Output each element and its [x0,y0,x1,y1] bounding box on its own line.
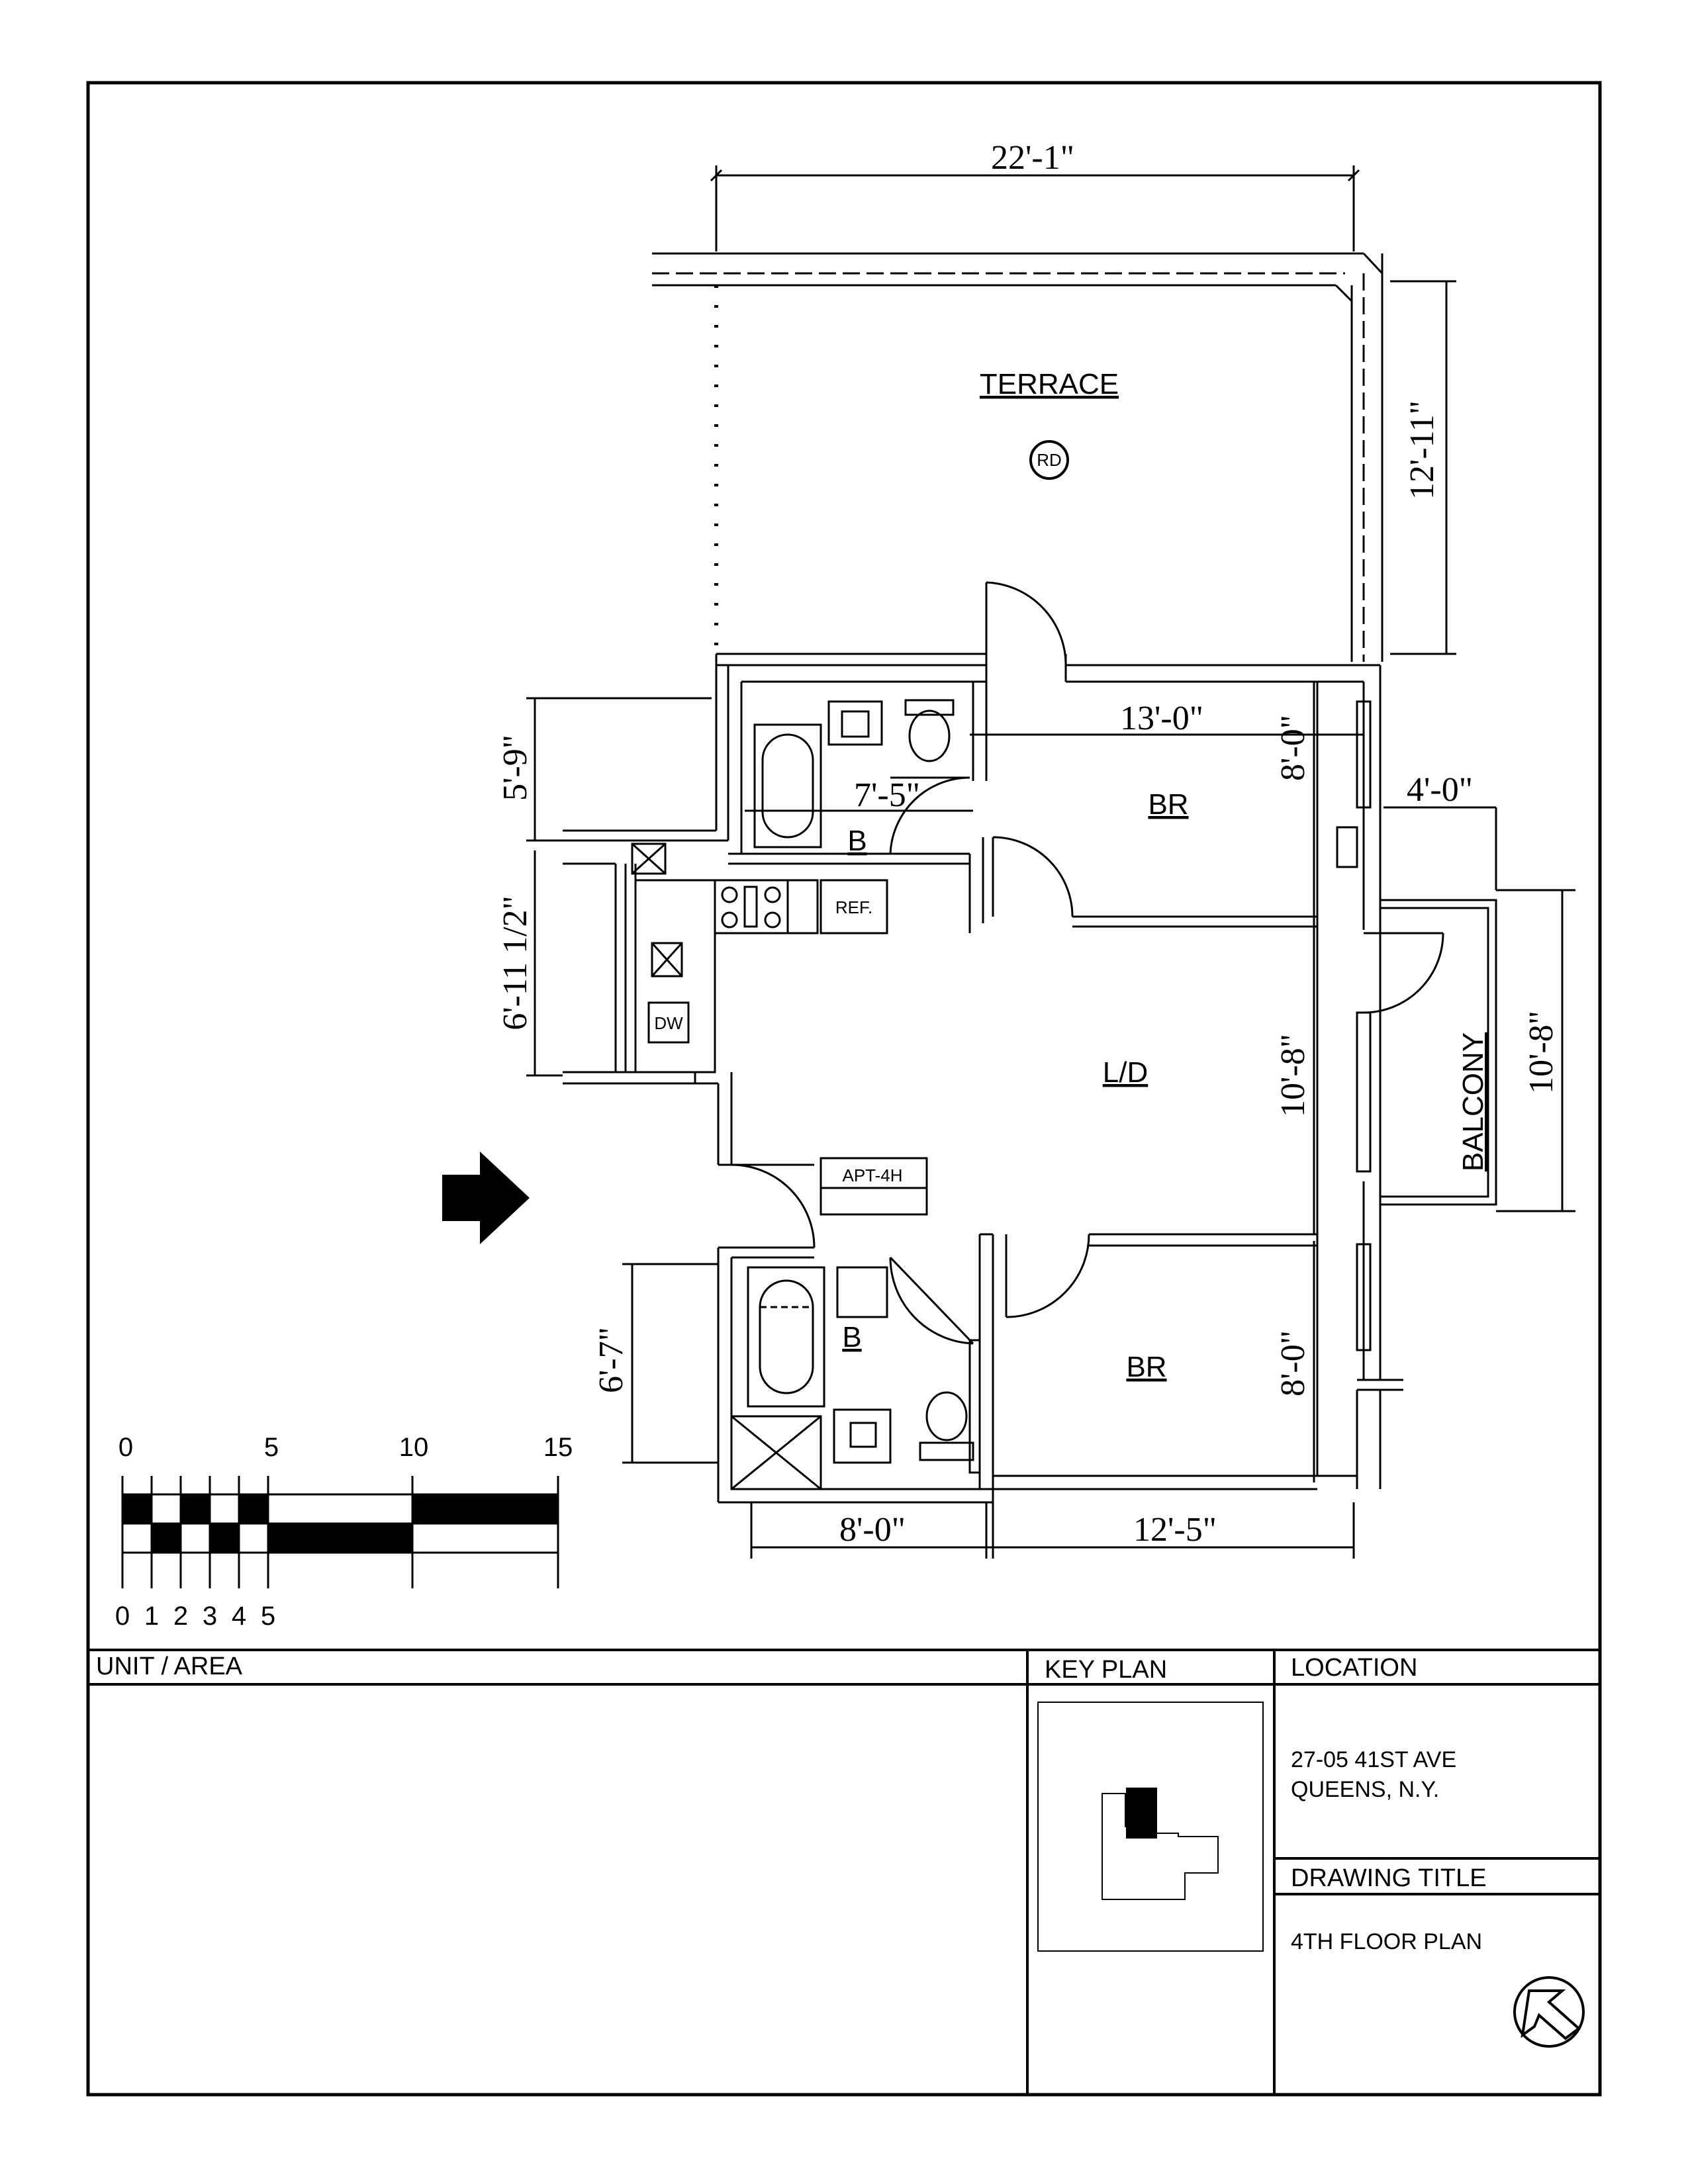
entry-arrow-icon [442,1152,530,1244]
apartment-walls [563,653,1497,1504]
title-block [88,1649,1600,2095]
dim-br-top-depth-label: 8'-0" [1274,715,1312,781]
fixtures-bottom-bath [730,1266,981,1490]
drawing-title: 4TH FLOOR PLAN [1291,1929,1482,1954]
dimension-terrace-depth [1390,280,1456,655]
location-header: LOCATION [1291,1654,1417,1682]
scale-bottom-label-4: 4 [232,1602,246,1631]
dim-balcony-length-label: 10'-8" [1523,1011,1560,1094]
apartment-label-box [820,1157,928,1216]
unit-area-header: UNIT / AREA [96,1653,243,1680]
dimension-top-width [710,165,1360,251]
dim-balcony-width-label: 4'-0" [1407,771,1473,809]
key-plan-header: KEY PLAN [1045,1656,1167,1684]
scale-bar: 0 5 10 15 0 1 2 3 4 5 [115,1433,573,1631]
drawing-title-header: DRAWING TITLE [1291,1864,1487,1892]
north-arrow-icon [1513,1976,1585,2048]
dim-br-bottom-depth-label: 8'-0" [1274,1330,1312,1396]
room-terrace-label: TERRACE [980,368,1119,400]
terrace-railing [652,252,1383,662]
room-bath-top-label: B [847,825,867,857]
dim-bath-bottom-height-label: 6'-7" [592,1327,630,1393]
scale-bottom-label-2: 2 [173,1602,188,1631]
room-living-dining-label: L/D [1103,1056,1148,1089]
scale-bottom-label-0: 0 [115,1602,130,1631]
dimension-balcony-width [1383,806,1497,890]
location-line2: QUEENS, N.Y. [1291,1777,1439,1802]
door-swings [731,581,1444,1345]
dim-top-width-label: 22'-1" [991,139,1074,177]
room-balcony-label: BALCONY [1457,1032,1489,1171]
dimension-bottom [750,1502,1355,1559]
dim-ld-depth-label: 10'-8" [1274,1034,1312,1117]
key-plan-diagram [1102,1788,1219,1900]
fixtures-top-bath [751,699,955,848]
apartment-label: APT-4H [842,1165,902,1185]
scale-top-label-15: 15 [543,1433,573,1462]
dimension-bath-bottom-height [622,1263,718,1464]
scale-bottom-label-5: 5 [261,1602,275,1631]
dim-bottom-right-width-label: 12'-5" [1133,1511,1217,1549]
dim-bath-top-height-label: 5'-9" [496,735,534,801]
dim-br-top-width-label: 13'-0" [1120,700,1203,737]
dimension-bath-top-height [526,697,712,842]
room-bath-bottom-label: B [842,1321,861,1353]
room-bedroom-bottom-label: BR [1126,1351,1166,1383]
dim-terrace-depth-label: 12'-11" [1403,400,1441,500]
scale-top-label-0: 0 [118,1433,133,1462]
dimension-kitchen-height [526,850,563,1077]
dim-kitchen-height-label: 6'-11 1/2" [496,895,534,1030]
roof-drain-label: RD [1037,450,1062,470]
dimension-balcony-length [1496,889,1575,1212]
dim-bath-top-width-label: 7'-5" [854,776,920,814]
floor-plan [526,165,1575,1559]
key-plan-frame [1037,1702,1264,1952]
roof-drain-symbol [1029,440,1069,480]
refrigerator-label: REF. [835,897,872,917]
scale-top-label-5: 5 [264,1433,279,1462]
fixtures-kitchen [631,842,888,1073]
location-line1: 27-05 41ST AVE [1291,1747,1456,1772]
dim-bottom-left-width-label: 8'-0" [839,1511,906,1549]
scale-bottom-label-1: 1 [144,1602,159,1631]
scale-top-label-10: 10 [399,1433,429,1462]
scale-bottom-label-3: 3 [203,1602,217,1631]
sheet-border [86,81,1602,2097]
room-bedroom-top-label: BR [1148,788,1188,821]
dishwasher-label: DW [654,1013,683,1033]
